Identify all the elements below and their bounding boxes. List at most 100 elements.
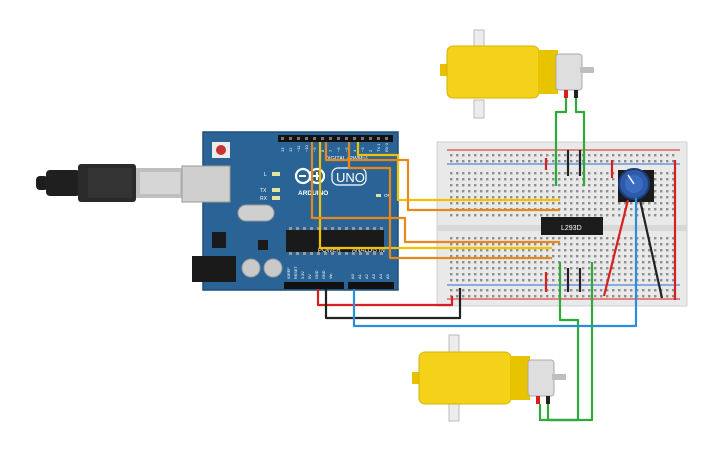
breadboard-hole[interactable] — [516, 279, 519, 282]
breadboard-hole[interactable] — [522, 289, 525, 292]
breadboard-hole[interactable] — [648, 267, 651, 270]
breadboard-hole[interactable] — [636, 273, 639, 276]
breadboard-hole[interactable] — [630, 289, 633, 292]
breadboard-hole[interactable] — [546, 279, 549, 282]
breadboard-hole[interactable] — [594, 160, 597, 163]
breadboard-hole[interactable] — [522, 160, 525, 163]
breadboard-hole[interactable] — [522, 255, 525, 258]
motor-bottom[interactable] — [412, 334, 566, 422]
wire-black[interactable] — [324, 288, 462, 320]
breadboard-hole[interactable] — [462, 160, 465, 163]
breadboard-hole[interactable] — [498, 178, 501, 181]
breadboard-hole[interactable] — [594, 196, 597, 199]
breadboard-hole[interactable] — [672, 295, 675, 298]
breadboard-hole[interactable] — [672, 196, 675, 199]
breadboard-hole[interactable] — [558, 160, 561, 163]
breadboard-hole[interactable] — [516, 172, 519, 175]
breadboard-hole[interactable] — [672, 279, 675, 282]
breadboard-hole[interactable] — [516, 289, 519, 292]
breadboard-hole[interactable] — [624, 279, 627, 282]
breadboard-hole[interactable] — [456, 184, 459, 187]
breadboard-hole[interactable] — [462, 295, 465, 298]
breadboard-hole[interactable] — [540, 273, 543, 276]
breadboard-hole[interactable] — [642, 255, 645, 258]
breadboard-hole[interactable] — [600, 279, 603, 282]
breadboard-hole[interactable] — [462, 249, 465, 252]
breadboard-hole[interactable] — [540, 184, 543, 187]
breadboard-hole[interactable] — [522, 178, 525, 181]
breadboard-hole[interactable] — [666, 243, 669, 246]
digital-header[interactable] — [278, 135, 393, 142]
breadboard-hole[interactable] — [534, 295, 537, 298]
breadboard-hole[interactable] — [666, 249, 669, 252]
breadboard-hole[interactable] — [558, 184, 561, 187]
breadboard-hole[interactable] — [552, 237, 555, 240]
breadboard-hole[interactable] — [642, 273, 645, 276]
breadboard-hole[interactable] — [510, 154, 513, 157]
breadboard-hole[interactable] — [468, 273, 471, 276]
breadboard-hole[interactable] — [546, 295, 549, 298]
breadboard-hole[interactable] — [552, 279, 555, 282]
breadboard-hole[interactable] — [576, 172, 579, 175]
breadboard-hole[interactable] — [462, 214, 465, 217]
breadboard-hole[interactable] — [630, 214, 633, 217]
breadboard-hole[interactable] — [522, 279, 525, 282]
breadboard-hole[interactable] — [612, 208, 615, 211]
breadboard-hole[interactable] — [576, 273, 579, 276]
motor-top[interactable] — [440, 29, 594, 119]
breadboard-hole[interactable] — [516, 295, 519, 298]
breadboard-hole[interactable] — [552, 178, 555, 181]
breadboard-hole[interactable] — [552, 184, 555, 187]
breadboard-hole[interactable] — [456, 172, 459, 175]
breadboard-hole[interactable] — [606, 208, 609, 211]
breadboard-hole[interactable] — [492, 237, 495, 240]
breadboard-hole[interactable] — [540, 289, 543, 292]
breadboard-hole[interactable] — [468, 202, 471, 205]
breadboard-hole[interactable] — [564, 190, 567, 193]
breadboard-hole[interactable] — [666, 196, 669, 199]
breadboard-hole[interactable] — [570, 172, 573, 175]
breadboard-hole[interactable] — [606, 295, 609, 298]
breadboard-hole[interactable] — [498, 196, 501, 199]
breadboard-hole[interactable] — [462, 184, 465, 187]
breadboard-hole[interactable] — [654, 243, 657, 246]
breadboard-hole[interactable] — [612, 243, 615, 246]
breadboard-hole[interactable] — [456, 273, 459, 276]
breadboard-hole[interactable] — [504, 273, 507, 276]
breadboard-hole[interactable] — [468, 279, 471, 282]
breadboard-hole[interactable] — [654, 208, 657, 211]
header-pin[interactable] — [369, 137, 372, 140]
breadboard-hole[interactable] — [468, 243, 471, 246]
breadboard-hole[interactable] — [498, 273, 501, 276]
breadboard-hole[interactable] — [564, 249, 567, 252]
breadboard-hole[interactable] — [672, 214, 675, 217]
breadboard-hole[interactable] — [480, 172, 483, 175]
breadboard-hole[interactable] — [642, 267, 645, 270]
breadboard-hole[interactable] — [600, 190, 603, 193]
breadboard-hole[interactable] — [666, 190, 669, 193]
breadboard-hole[interactable] — [534, 196, 537, 199]
breadboard-hole[interactable] — [594, 273, 597, 276]
breadboard-hole[interactable] — [660, 202, 663, 205]
breadboard-hole[interactable] — [558, 190, 561, 193]
breadboard-hole[interactable] — [654, 249, 657, 252]
breadboard-hole[interactable] — [504, 196, 507, 199]
breadboard-hole[interactable] — [630, 295, 633, 298]
breadboard-hole[interactable] — [474, 160, 477, 163]
breadboard-hole[interactable] — [516, 237, 519, 240]
breadboard-hole[interactable] — [672, 208, 675, 211]
breadboard-hole[interactable] — [492, 154, 495, 157]
breadboard-hole[interactable] — [450, 190, 453, 193]
breadboard-hole[interactable] — [666, 184, 669, 187]
breadboard-hole[interactable] — [546, 249, 549, 252]
breadboard-hole[interactable] — [582, 273, 585, 276]
breadboard-hole[interactable] — [462, 172, 465, 175]
breadboard-hole[interactable] — [582, 190, 585, 193]
breadboard-hole[interactable] — [462, 154, 465, 157]
breadboard-hole[interactable] — [564, 202, 567, 205]
breadboard-hole[interactable] — [462, 261, 465, 264]
breadboard-hole[interactable] — [636, 249, 639, 252]
breadboard-hole[interactable] — [654, 237, 657, 240]
breadboard-hole[interactable] — [654, 172, 657, 175]
breadboard-hole[interactable] — [468, 184, 471, 187]
